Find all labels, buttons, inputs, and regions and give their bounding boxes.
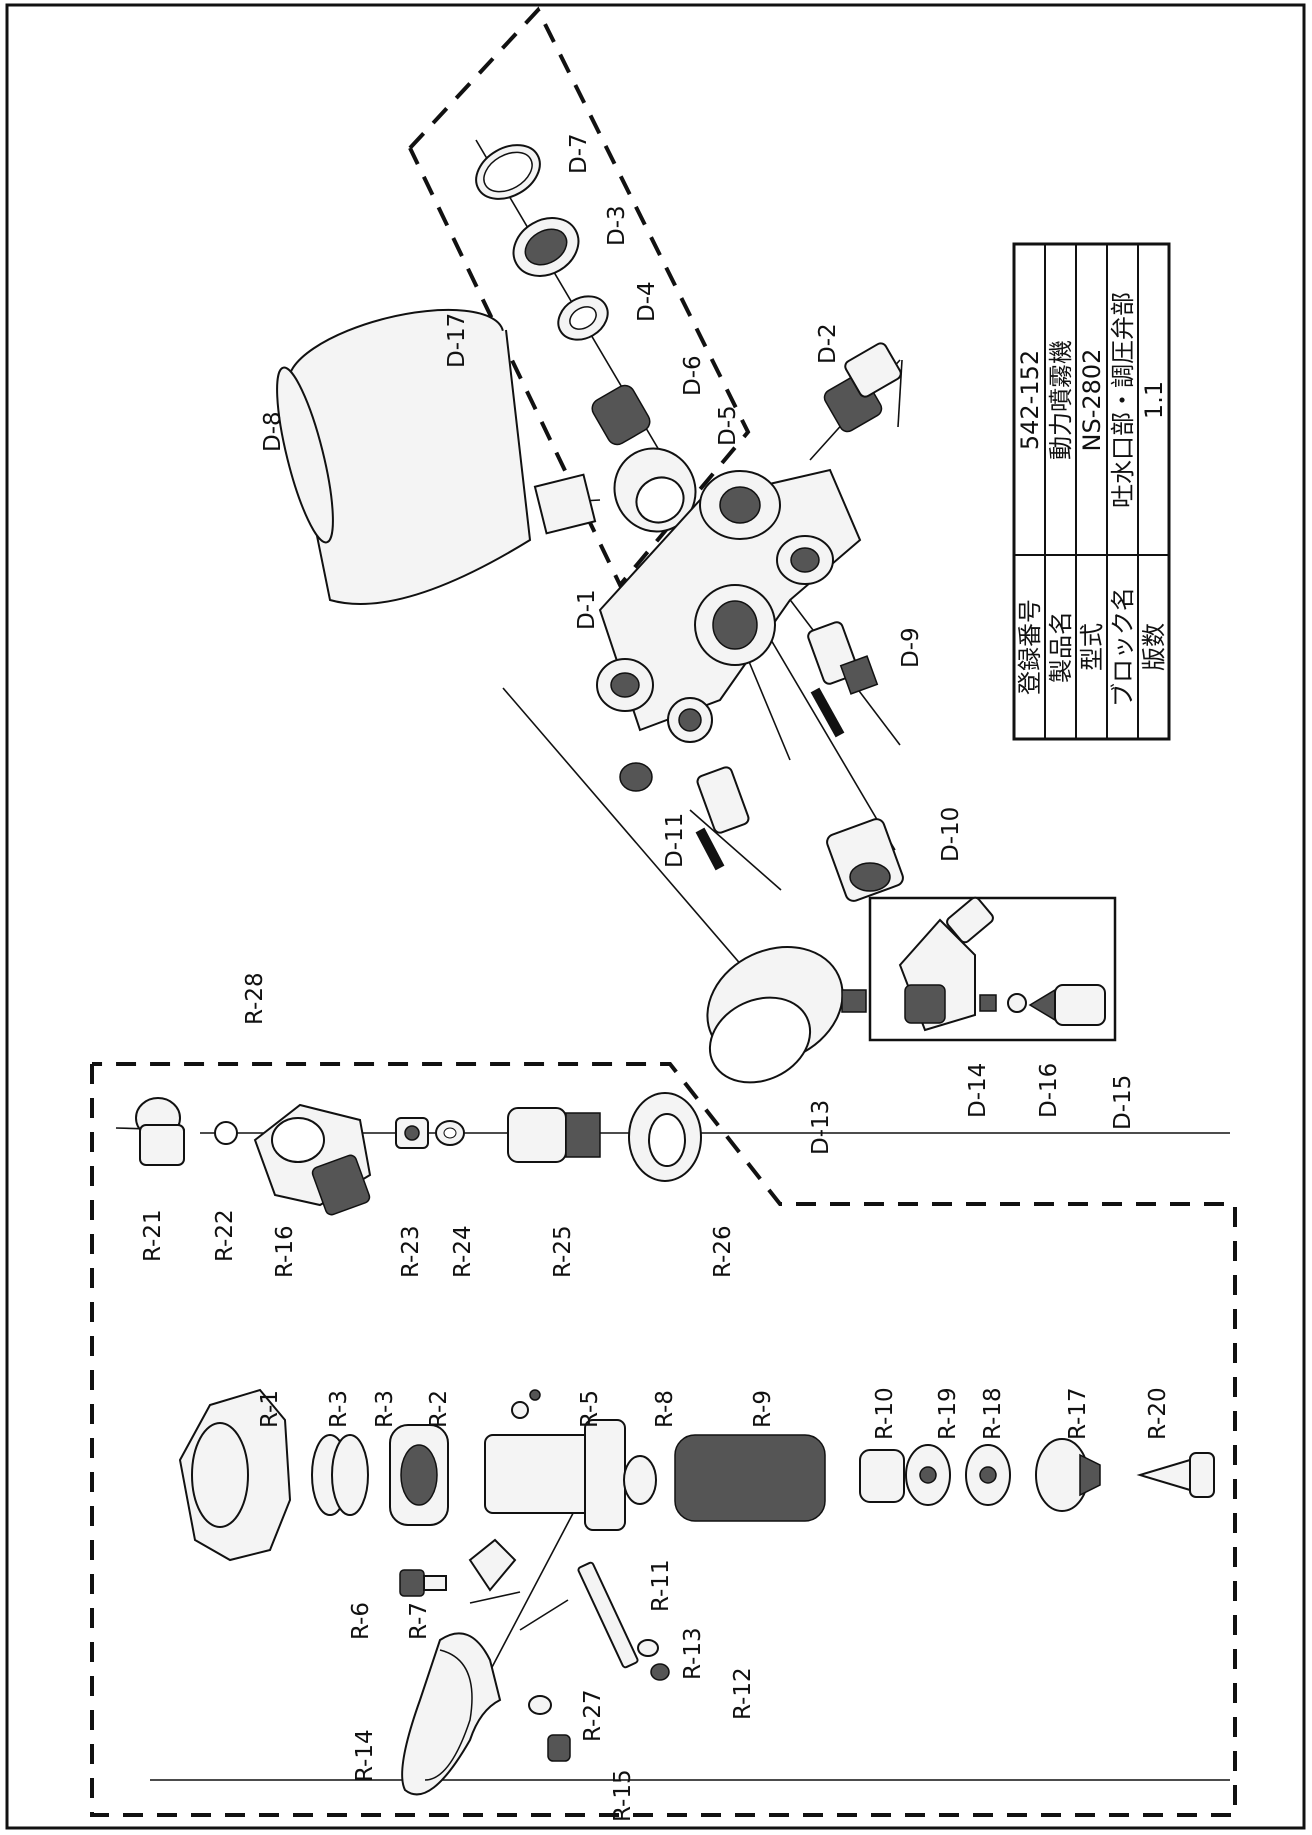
callout-r8: R-8 [652,1390,678,1428]
part-r12-clip [650,1663,670,1681]
callout-d10: D-10 [938,807,964,862]
title-key-product: 製品名 [1047,611,1075,683]
callout-d4: D-4 [634,281,660,322]
callout-r17: R-17 [1065,1387,1091,1440]
group-r28-outline [90,1062,1237,1817]
callout-r26: R-26 [710,1225,736,1278]
callout-d9: D-9 [898,627,924,668]
callout-r21: R-21 [140,1209,166,1262]
callout-r12: R-12 [730,1667,756,1720]
callout-d8: D-8 [260,411,286,452]
callout-r2: R-2 [426,1390,452,1428]
part-r13-washer [637,1639,659,1657]
part-r21 [135,1097,185,1166]
part-r16-elbow [253,1103,372,1216]
part-d6-spring [591,384,651,446]
callout-r13: R-13 [680,1627,706,1680]
part-r11-pin [577,1561,639,1669]
part-r26-nut [628,1092,702,1182]
part-d10-nipple [826,818,904,902]
part-r24-washer [435,1120,465,1146]
callout-r19: R-19 [935,1387,961,1440]
part-r18 [965,1444,1011,1506]
callout-r7: R-7 [406,1602,432,1640]
part-d13-gauge [706,946,867,1084]
callout-r18: R-18 [980,1387,1006,1440]
title-value-model: NS-2802 [1078,349,1106,452]
callout-r20: R-20 [1145,1387,1171,1440]
callout-r3-b: R-3 [372,1390,398,1428]
part-d8-tank [276,308,597,605]
part-d7-ring [475,144,541,200]
part-d9-valve [807,621,879,738]
callout-r10: R-10 [872,1387,898,1440]
part-r23-nut [395,1117,429,1149]
part-r27-washer [528,1695,552,1715]
part-d14-d15-d16-box [868,896,1117,1042]
part-r2-nut [389,1424,449,1526]
title-key-model: 型式 [1078,623,1106,671]
callout-r27: R-27 [580,1689,606,1742]
callout-r11: R-11 [648,1559,674,1612]
callout-r14: R-14 [352,1729,378,1782]
part-r5-body [484,1389,626,1531]
callout-r15: R-15 [610,1769,636,1822]
part-r14-lever [401,1632,502,1796]
part-r7-bracket [468,1538,517,1592]
callout-d1: D-1 [574,589,600,630]
callout-d5: D-5 [715,405,741,446]
callout-r25: R-25 [550,1225,576,1278]
part-r20-needle [1136,1452,1215,1498]
part-r8-cap [623,1455,657,1505]
part-d1-manifold [596,468,862,743]
part-r19 [905,1444,951,1506]
title-block: 登録番号 製品名 型式 ブロック名 版数 542-152 動力噴霧機 NS-28… [1012,242,1171,741]
callout-d3: D-3 [604,205,630,246]
callout-r5: R-5 [577,1390,603,1428]
title-key-reg-no: 登録番号 [1016,599,1044,695]
callout-r24: R-24 [450,1225,476,1278]
callout-r16: R-16 [272,1225,298,1278]
callout-r28: R-28 [242,972,268,1025]
title-value-block: 吐水口部・調圧弁部 [1109,292,1137,508]
callout-d7: D-7 [566,133,592,174]
sheet-border [5,3,1306,1830]
callout-r9: R-9 [750,1390,776,1428]
callout-d15: D-15 [1110,1075,1136,1130]
callout-d14: D-14 [965,1063,991,1118]
part-d3-cap [512,217,580,277]
part-d5-valve [613,447,697,533]
group-d17-outline [408,6,751,589]
callout-d13: D-13 [808,1100,834,1155]
title-value-reg-no: 542-152 [1016,350,1044,450]
callout-d2: D-2 [815,323,841,364]
callout-d17: D-17 [444,313,470,368]
title-value-edition: 1.1 [1140,381,1168,419]
callout-r23: R-23 [398,1225,424,1278]
callout-labels: D-8 D-7 D-3 D-4 D-6 D-5 D-17 D-2 D-1 D-9… [140,133,1171,1822]
part-d11-valve [619,762,750,871]
callout-r6: R-6 [348,1602,374,1640]
part-r3-rings [311,1434,369,1516]
title-key-edition: 版数 [1140,623,1168,671]
title-key-block: ブロック名 [1109,587,1137,707]
part-d4-washer [557,295,609,341]
callout-r22: R-22 [212,1209,238,1262]
callout-d11: D-11 [662,813,688,868]
callout-d6: D-6 [680,355,706,396]
part-r1-knob [178,1388,292,1562]
part-d2-plug [823,342,902,433]
part-r10 [859,1449,905,1503]
part-r9-spring [674,1434,826,1522]
title-value-product: 動力噴霧機 [1047,340,1075,460]
callout-r3-a: R-3 [326,1390,352,1428]
part-r25-body [507,1107,601,1163]
callout-r1: R-1 [257,1390,283,1428]
part-r22-ball [214,1121,238,1145]
part-r17 [1035,1438,1101,1512]
part-r15-screw [547,1734,571,1762]
part-r6-bolt [399,1569,447,1597]
callout-d16: D-16 [1036,1063,1062,1118]
